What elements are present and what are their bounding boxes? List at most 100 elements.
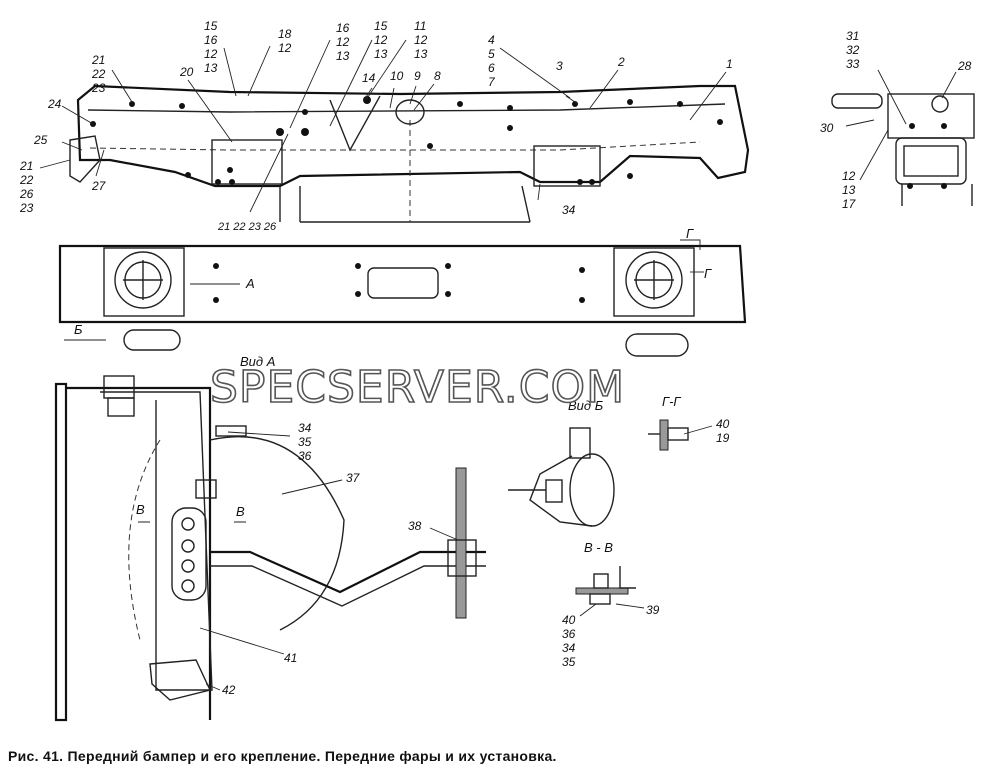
bumper-outline	[76, 84, 750, 188]
fog-lamp-body	[529, 455, 593, 527]
view-a-assembly	[54, 375, 486, 722]
callout: 10	[390, 69, 404, 83]
bumper-end-detail	[831, 93, 975, 206]
section-v-label: В - В	[584, 540, 613, 555]
tow-hook	[395, 99, 425, 125]
support-arm	[210, 550, 486, 594]
callout: 14	[362, 71, 376, 85]
figure-caption: Рис. 41. Передний бампер и его крепление…	[8, 748, 557, 764]
callout: 7	[488, 75, 496, 89]
adjuster-plate	[171, 507, 207, 601]
bumper-hidden-line	[89, 141, 701, 151]
end-detail-bolt	[831, 93, 883, 109]
callout: 21	[19, 159, 33, 173]
callout: 42	[222, 683, 236, 697]
leader-lines	[39, 39, 957, 691]
radiator-frame-left	[54, 382, 68, 722]
callout: 38	[408, 519, 422, 533]
arrow-a-label: А	[245, 276, 255, 291]
callout: 35	[298, 435, 312, 449]
left-lamp-housing	[103, 247, 185, 317]
right-lamp-ring	[625, 251, 683, 309]
callout: 12	[374, 33, 388, 47]
callout: 3	[556, 59, 563, 73]
callout-labels: 15 16 12 13 18 12 16 12 13 15 12 13 11 1…	[19, 19, 972, 697]
callout: 4	[488, 33, 495, 47]
callout: 13	[374, 47, 388, 61]
callout: 23	[19, 201, 34, 215]
bumper-section-38	[455, 467, 467, 619]
arrow-v2-label: В	[236, 504, 245, 519]
v-section-nut	[593, 573, 609, 589]
lamp-bracket-outline	[66, 386, 212, 720]
callout: 15	[204, 19, 218, 33]
left-end-cap	[69, 135, 101, 183]
callout: 20	[179, 65, 194, 79]
callout: 34	[298, 421, 312, 435]
callout: 41	[284, 651, 297, 665]
g-section-plate	[659, 419, 669, 451]
callout: 32	[846, 43, 860, 57]
right-fog-lamp	[625, 333, 689, 357]
center-plate	[367, 267, 439, 299]
fog-lamp-lens	[569, 453, 615, 527]
callout: 13	[204, 61, 218, 75]
right-lamp-housing	[613, 247, 695, 317]
v-section-plate	[575, 587, 629, 595]
callout: 16	[204, 33, 218, 47]
right-lamp-grid	[634, 260, 674, 300]
bumper-front-view	[58, 239, 747, 357]
callout: 12	[278, 41, 292, 55]
callout: 16	[336, 21, 350, 35]
callout: 9	[414, 69, 421, 83]
callout: 1	[726, 57, 733, 71]
callout: 21 22 23 26	[217, 221, 277, 233]
callout: 36	[562, 627, 576, 641]
hidden-contour	[128, 439, 161, 641]
end-detail-hole	[931, 95, 949, 113]
callout: 28	[957, 59, 972, 73]
callout: 21	[91, 53, 105, 67]
callout: 2	[617, 55, 625, 69]
callout: 40	[562, 613, 576, 627]
callout: 34	[562, 641, 576, 655]
bracket-plate	[100, 391, 213, 691]
callout: 8	[434, 69, 441, 83]
arrow-v1-label: В	[136, 502, 145, 517]
end-detail-legs	[901, 184, 973, 206]
section-v-v	[575, 566, 636, 605]
watermark: SPECSERVER.COM	[210, 362, 625, 413]
g-section-bolt	[667, 427, 689, 441]
callout: 5	[488, 47, 495, 61]
end-detail-bracket	[887, 93, 975, 139]
callout: 13	[842, 183, 856, 197]
callout: 15	[374, 19, 388, 33]
bumper-top-view	[69, 84, 750, 223]
left-fog-lamp	[123, 329, 181, 351]
callout: 26	[19, 187, 34, 201]
view-a-label: Вид А	[240, 354, 275, 369]
fog-lamp-bracket	[569, 427, 591, 459]
callout: 17	[842, 197, 857, 211]
tow-bracket	[329, 95, 381, 152]
end-detail-body	[895, 137, 967, 185]
right-bracket	[533, 145, 601, 187]
left-bracket	[211, 139, 283, 185]
callout: 23	[91, 81, 106, 95]
callout: 11	[414, 19, 426, 33]
bolt-34-assy	[195, 479, 217, 499]
right-headlamp	[613, 247, 695, 317]
callout: 27	[91, 179, 107, 193]
left-lamp-ring	[114, 251, 172, 309]
section-g-g	[648, 419, 689, 451]
callout: 40	[716, 417, 730, 431]
v-section-angle	[619, 566, 636, 589]
callout: 34	[562, 203, 576, 217]
front-bumper-outline	[58, 244, 747, 324]
fog-lamp-socket	[545, 479, 563, 503]
callout: 6	[488, 61, 495, 75]
lamp-disk-37	[209, 436, 345, 631]
view-b-label: Вид Б	[568, 398, 604, 413]
support-arm-lower	[210, 565, 486, 607]
